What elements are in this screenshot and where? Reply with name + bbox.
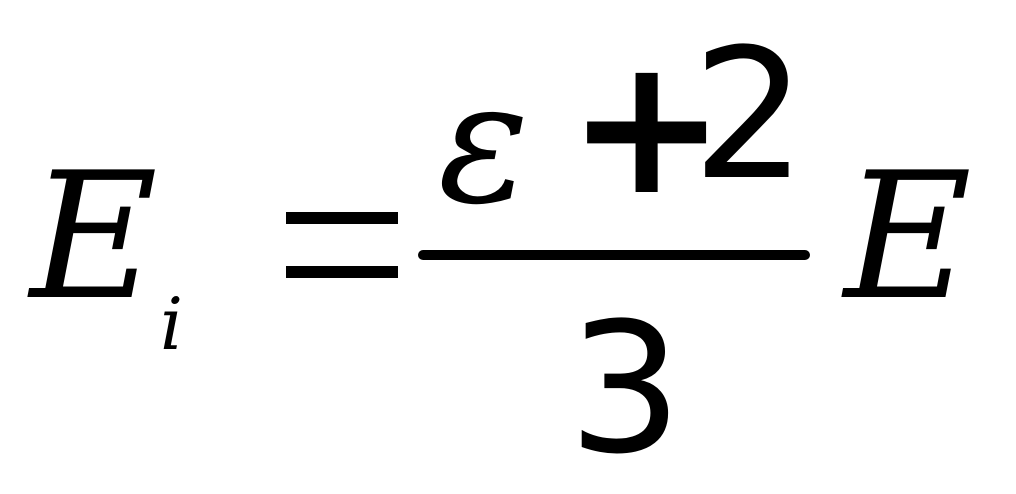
rhs-variable: E [844,136,972,339]
fraction-bar [418,250,810,260]
equals-top-bar [286,212,398,224]
fraction-numerator: ε + 2 [432,26,812,229]
lhs-subscript: i [160,282,184,366]
equals-bottom-bar [286,266,398,278]
plus-operator: + [567,16,727,237]
numerator-constant: 2 [692,11,807,220]
epsilon-symbol: ε [438,44,530,242]
lhs-variable: E [30,136,158,339]
fraction-denominator: 3 [568,285,683,494]
